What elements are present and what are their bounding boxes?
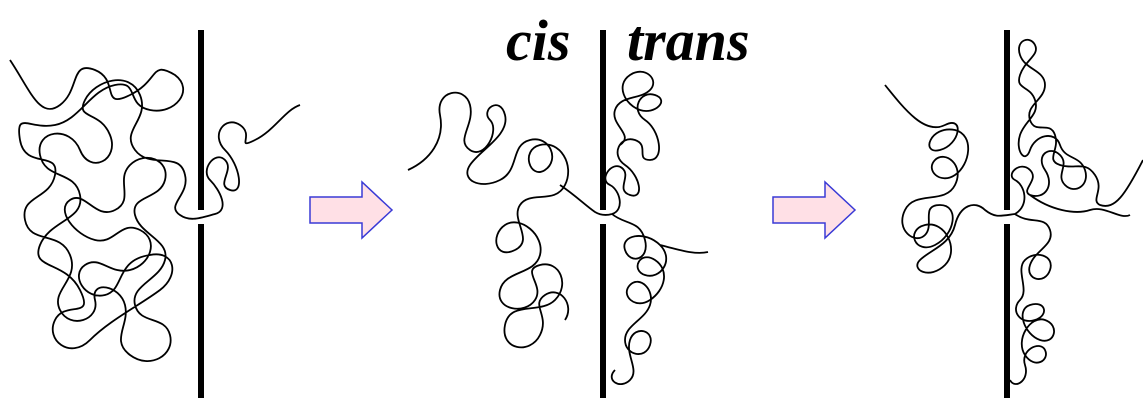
panel-before (9, 30, 301, 398)
polymer-chain-1 (9, 59, 301, 362)
polymer-chain-2-trans (604, 70, 709, 385)
polymer-chain-3-cis (884, 84, 1016, 274)
trans-label: trans (627, 8, 750, 73)
polymer-chain-3-trans (1009, 38, 1143, 385)
right-arrow-icon (309, 180, 394, 240)
polymer-chain-2-cis (407, 91, 613, 349)
right-arrow-icon (772, 180, 857, 240)
panel-during (407, 30, 709, 398)
panel-after (884, 30, 1143, 398)
cis-label: cis (506, 8, 570, 73)
